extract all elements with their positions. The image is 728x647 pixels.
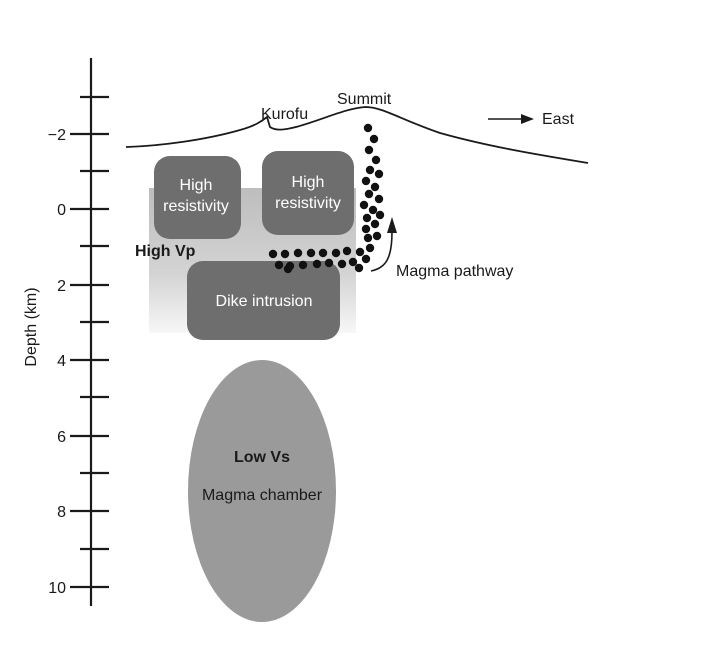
tick-label: 6 xyxy=(57,429,66,446)
east-label: East xyxy=(542,111,575,128)
topography-line xyxy=(126,107,588,163)
high-resistivity-right-line1: High xyxy=(292,174,325,191)
high-resistivity-left-line1: High xyxy=(180,177,213,194)
tick-label: 8 xyxy=(57,504,66,521)
high-resistivity-right-box xyxy=(262,151,354,235)
depth-axis xyxy=(70,58,109,606)
summit-label: Summit xyxy=(337,91,392,108)
tick-label: 2 xyxy=(57,278,66,295)
magma-pathway-arrowhead xyxy=(387,217,397,233)
tick-label: −2 xyxy=(48,127,66,144)
tick-label: 4 xyxy=(57,353,66,370)
tick-label: 10 xyxy=(48,580,66,597)
high-resistivity-right-line2: resistivity xyxy=(275,195,341,212)
east-arrowhead xyxy=(521,114,534,124)
tick-label: 0 xyxy=(57,202,66,219)
depth-tick-labels: −2 0 2 4 6 8 10 xyxy=(48,127,66,597)
kurofu-label: Kurofu xyxy=(261,106,308,123)
dike-intrusion-label: Dike intrusion xyxy=(216,293,313,310)
low-vs-label: Low Vs xyxy=(234,449,290,466)
high-resistivity-left-line2: resistivity xyxy=(163,198,229,215)
depth-axis-label: Depth (km) xyxy=(23,287,40,366)
magma-chamber-label: Magma chamber xyxy=(202,487,323,504)
magma-pathway-label: Magma pathway xyxy=(396,263,513,280)
high-vp-label: High Vp xyxy=(135,243,196,260)
